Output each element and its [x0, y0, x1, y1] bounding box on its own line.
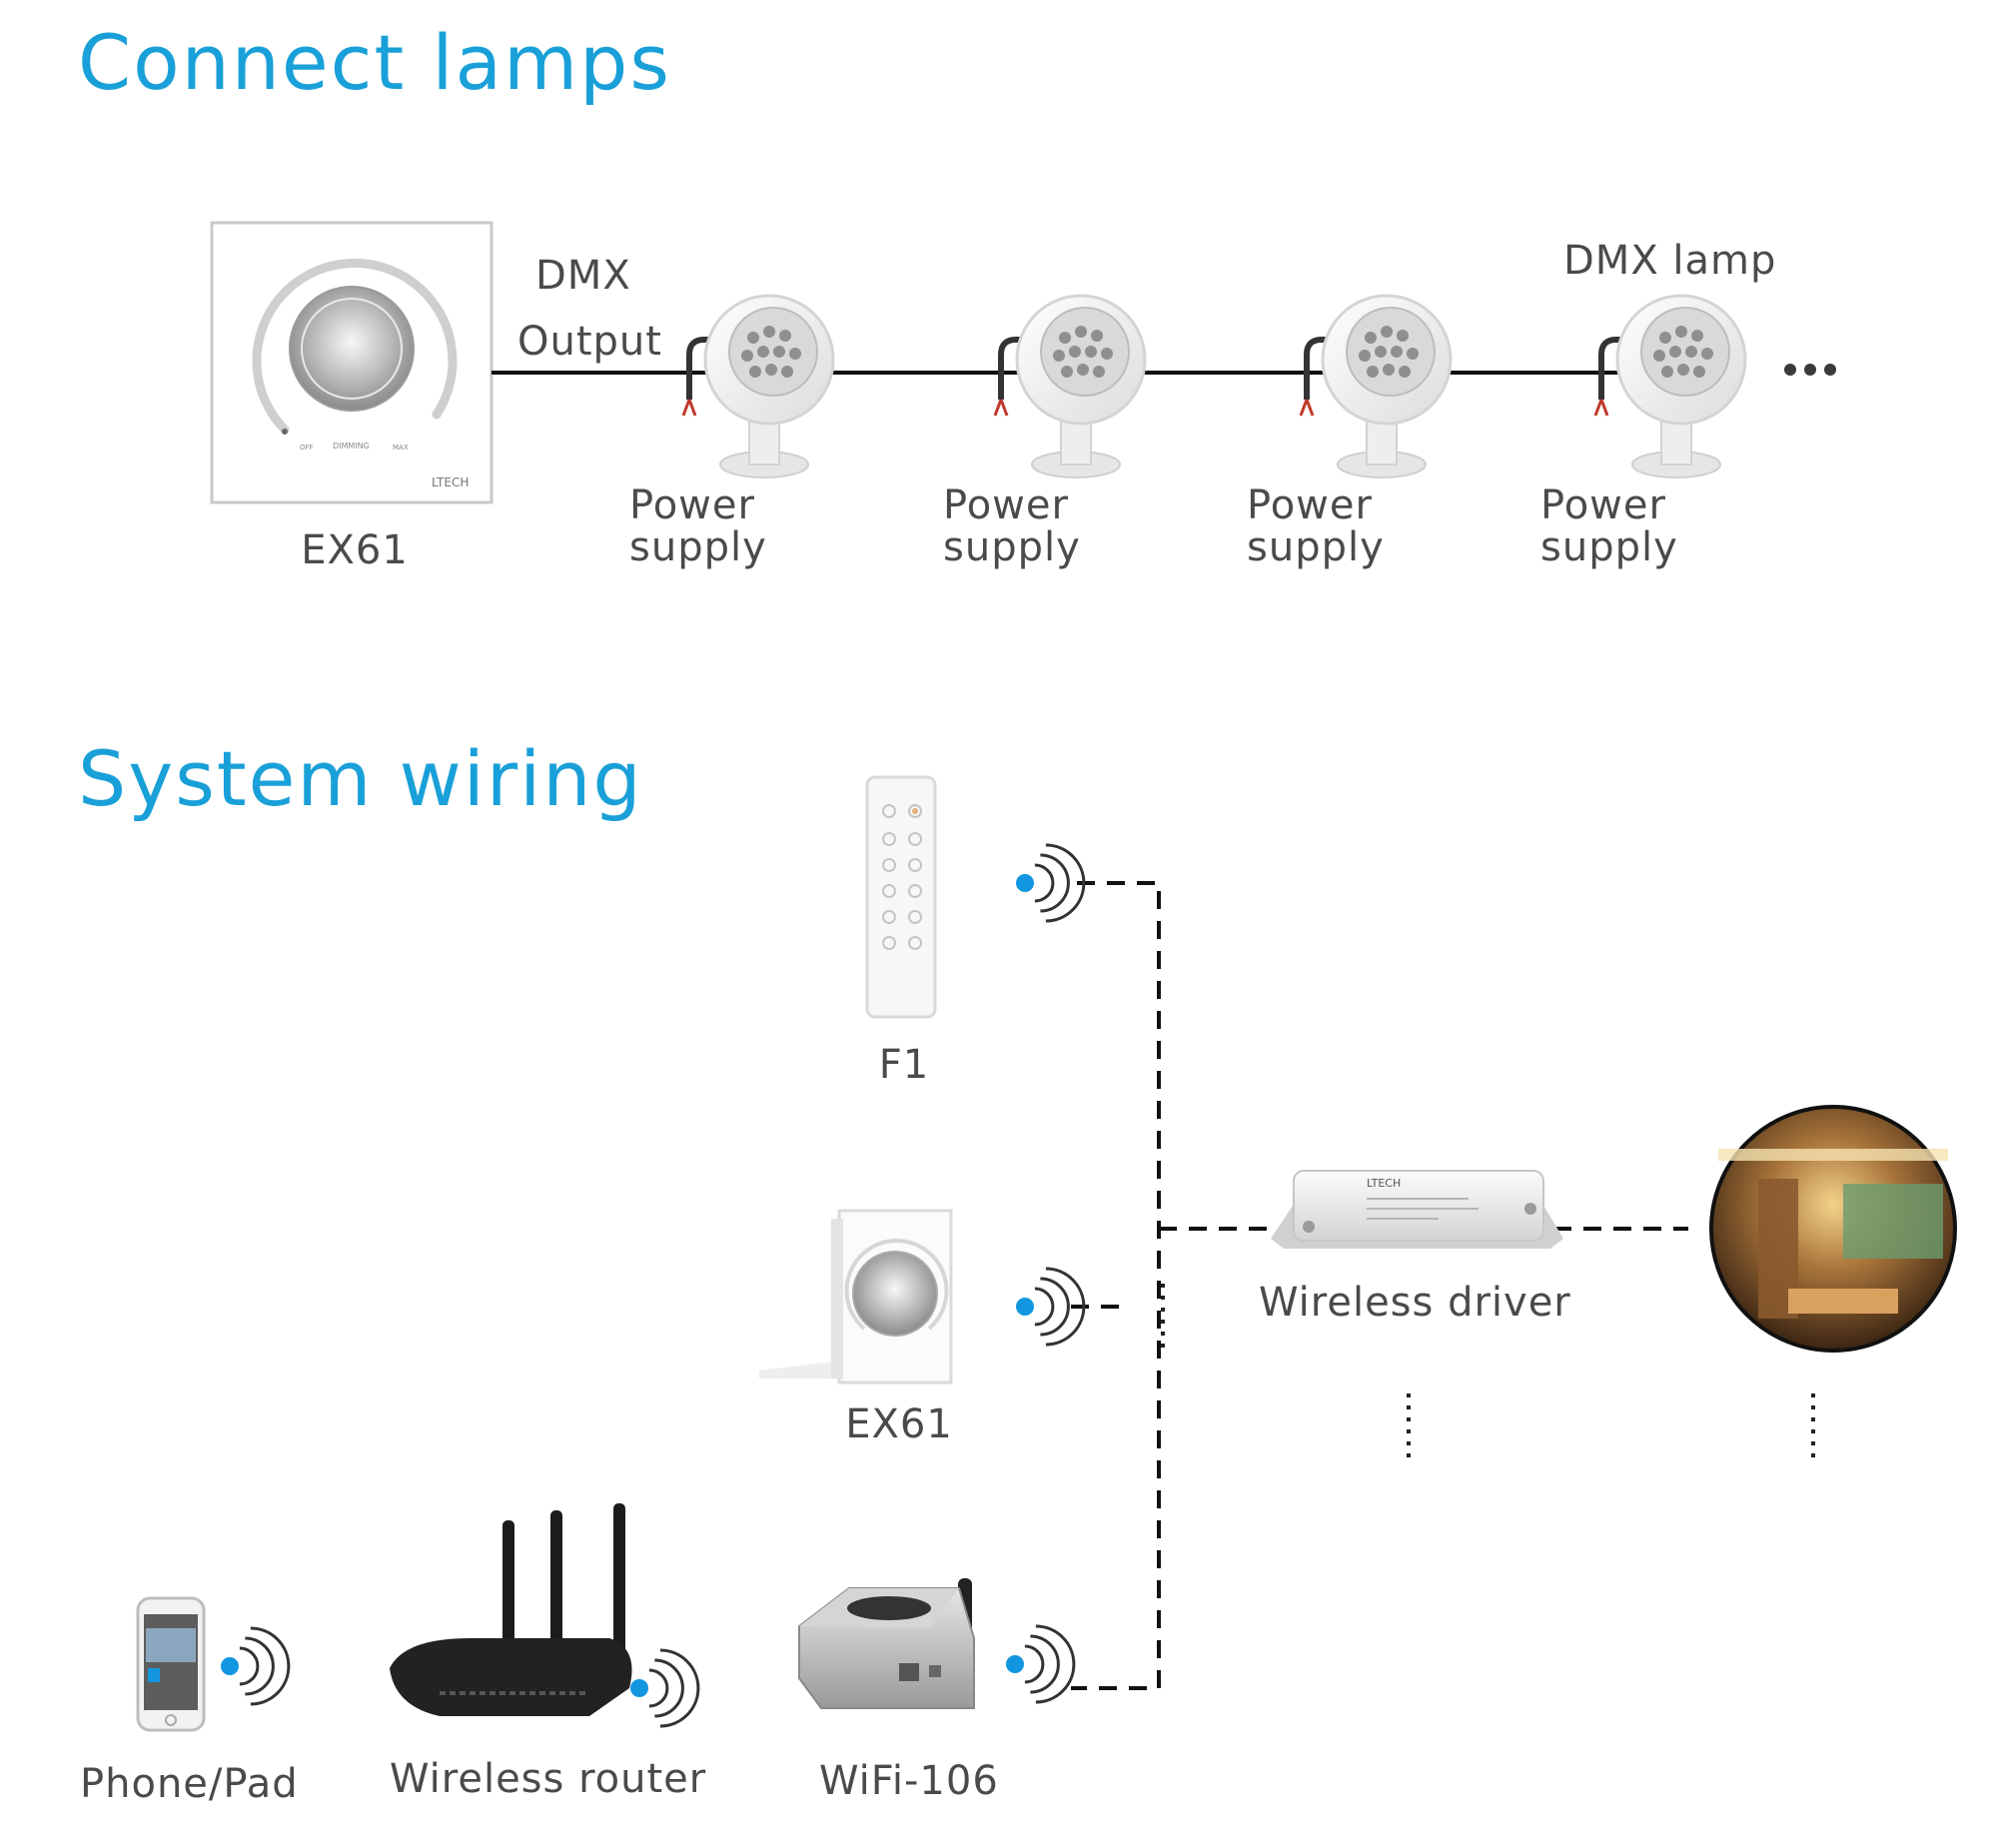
wifi-106-label: WiFi-106 [819, 1758, 999, 1804]
controller-max-label: MAX [393, 444, 409, 452]
wireless-driver-label: Wireless driver [1259, 1280, 1571, 1326]
supply-label-line2: supply [1540, 524, 1678, 570]
phone-pad-device [136, 1596, 206, 1732]
system-wiring-title: System wiring [78, 734, 643, 823]
power-label-line1: Power [943, 482, 1069, 528]
ex61-panel-device [759, 1209, 953, 1385]
dmx-lamp-4 [1593, 294, 1747, 478]
ellipsis-icon [1784, 364, 1836, 376]
wireless-signal-icon [630, 1648, 700, 1728]
dmx-lamp-3 [1299, 294, 1453, 478]
controller-brand-label: LTECH [432, 475, 469, 489]
wireless-signal-icon [1016, 843, 1086, 923]
lit-room-image [1709, 1105, 1957, 1353]
dmx-lamp-label: DMX lamp [1563, 238, 1777, 284]
supply-label-line2: supply [1247, 524, 1385, 570]
connect-controller-label: EX61 [301, 527, 409, 573]
f1-remote-label: F1 [878, 1042, 930, 1088]
power-supply-label-1: Power supply [629, 484, 767, 568]
dmx-output-label: DMX Output [517, 255, 667, 363]
driver-brand-label: LTECH [1367, 1177, 1401, 1190]
wireless-router-label: Wireless router [390, 1756, 707, 1802]
wireless-signal-icon [1016, 1267, 1086, 1347]
dmx-output-label-line2: Output [517, 319, 662, 365]
wifi-106-device [798, 1578, 975, 1709]
power-label-line1: Power [1540, 482, 1666, 528]
power-supply-label-3: Power supply [1247, 484, 1385, 568]
connect-lamps-title: Connect lamps [78, 18, 671, 107]
power-label-line1: Power [629, 482, 755, 528]
ex61-controller-device: OFF DIMMING MAX LTECH [210, 221, 494, 504]
power-label-line1: Power [1247, 482, 1373, 528]
controller-dimming-label: DIMMING [333, 442, 370, 451]
dmx-output-label-line1: DMX [535, 253, 631, 299]
wireless-signal-icon [1006, 1624, 1076, 1704]
dimming-arc [252, 258, 458, 435]
ex61-panel-label: EX61 [845, 1401, 953, 1447]
wireless-signal-icon [221, 1626, 291, 1706]
phone-pad-label: Phone/Pad [80, 1761, 299, 1807]
wireless-router-device [390, 1503, 632, 1716]
power-supply-label-4: Power supply [1540, 484, 1678, 568]
supply-label-line2: supply [943, 524, 1081, 570]
wireless-driver-device: LTECH [1271, 1170, 1563, 1249]
controller-off-label: OFF [300, 444, 314, 452]
dmx-lamp-2 [993, 294, 1147, 478]
f1-remote-device [865, 775, 937, 1019]
power-supply-label-2: Power supply [943, 484, 1081, 568]
dmx-lamp-1 [681, 294, 835, 478]
wireless-link-lines [1071, 881, 1688, 1690]
dimming-knob [289, 286, 415, 412]
supply-label-line2: supply [629, 524, 767, 570]
